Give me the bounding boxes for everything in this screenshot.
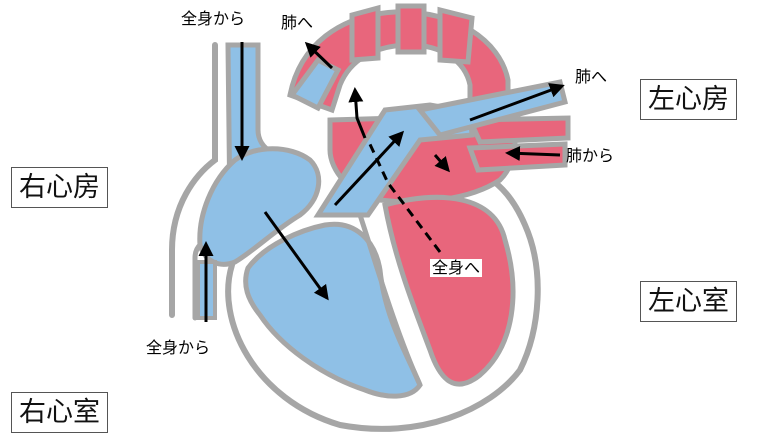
label-left-ventricle: 左心室	[640, 281, 737, 322]
aortic-branch-1	[352, 8, 378, 60]
label-to-lungs-top: 肺へ	[281, 15, 313, 31]
label-from-body-top: 全身から	[181, 11, 245, 27]
arrow-from-lungs	[508, 153, 560, 155]
label-right-ventricle: 右心室	[11, 392, 108, 433]
label-left-atrium: 左心房	[640, 79, 737, 120]
label-right-atrium: 右心房	[11, 167, 108, 208]
label-from-lungs: 肺から	[566, 148, 614, 164]
aortic-branch-2	[398, 6, 424, 52]
pulmonary-vein-lower	[470, 144, 565, 170]
label-to-lungs-right: 肺へ	[575, 69, 607, 85]
label-from-body-bottom: 全身から	[146, 340, 210, 356]
label-to-body: 全身へ	[430, 259, 482, 277]
aortic-branch-3	[440, 10, 472, 62]
